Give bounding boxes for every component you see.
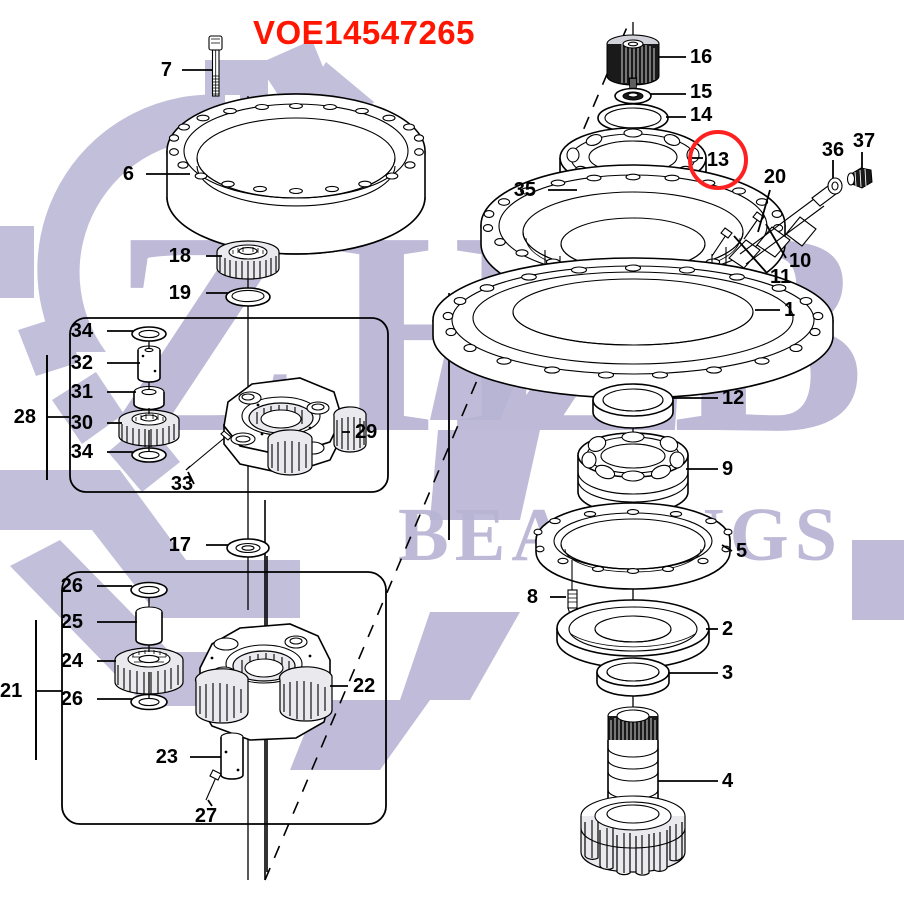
part-17-washer [226, 538, 270, 558]
callout-19: 19 [168, 282, 191, 304]
callout-20: 20 [763, 166, 787, 188]
callout-1: 1 [784, 299, 796, 321]
part-27-pin [205, 769, 222, 801]
part-6-ring-gear [166, 93, 426, 255]
part-16-coupling [606, 34, 660, 91]
callout-33: 33 [170, 473, 194, 495]
part-14-retaining-ring [597, 103, 669, 133]
callout-7: 7 [160, 59, 172, 81]
part-36-washer [827, 177, 843, 195]
callout-13: 13 [706, 149, 730, 171]
callout-34: 34 [70, 320, 93, 342]
callout-22: 22 [353, 675, 376, 697]
part-12-seal-ring [592, 383, 674, 429]
callout-2: 2 [722, 618, 734, 640]
callout-4: 4 [722, 770, 734, 792]
part-26-oring-lower [130, 693, 168, 711]
callout-12: 12 [722, 387, 745, 409]
part-31-bushing [133, 385, 165, 411]
callout-3: 3 [722, 662, 734, 684]
part-1-housing [432, 164, 834, 399]
part-7-bolt [208, 35, 223, 97]
part-23-roller-pin [220, 732, 244, 780]
callout-9: 9 [722, 458, 734, 480]
callout-32: 32 [70, 352, 93, 374]
callout-37: 37 [852, 130, 876, 152]
part-29-planet-carrier [223, 377, 367, 476]
callout-5: 5 [736, 540, 748, 562]
group-box-28 [69, 317, 389, 493]
callout-21: 21 [0, 680, 23, 702]
callout-16: 16 [690, 46, 713, 68]
part-26-oring-upper [130, 581, 168, 599]
callout-29: 29 [355, 421, 378, 443]
part-19-washer [225, 287, 271, 307]
callout-8: 8 [526, 586, 538, 608]
callout-17: 17 [168, 534, 191, 556]
leader-lines [35, 56, 863, 807]
part-3-ring [596, 657, 670, 697]
group-box-21 [61, 571, 387, 825]
callout-31: 31 [70, 381, 93, 403]
callout-34: 34 [70, 441, 93, 463]
callout-15: 15 [690, 81, 713, 103]
part-30-planet-gear [118, 409, 180, 447]
callout-26: 26 [60, 575, 83, 597]
part-34-oring-upper [131, 326, 167, 342]
part-22-planet-carrier [194, 623, 333, 741]
callout-35: 35 [513, 179, 536, 201]
callout-28: 28 [13, 406, 36, 428]
callout-36: 36 [821, 139, 845, 161]
page-title: VOE14547265 [253, 14, 476, 51]
part-33-pin [185, 430, 232, 471]
part-20-lube-pipe [711, 185, 837, 269]
callout-25: 25 [60, 611, 83, 633]
callout-26: 26 [60, 688, 83, 710]
part-5-retainer-flange [533, 502, 733, 590]
callout-11: 11 [770, 266, 792, 288]
part-15-washer [614, 87, 652, 105]
part-37-grease-nipple [846, 167, 873, 189]
part-25-roller [135, 606, 163, 646]
part-32-roller [137, 345, 161, 383]
part-4-output-shaft [580, 706, 686, 876]
callout-14: 14 [690, 104, 713, 126]
highlight-circle-part-13 [688, 130, 748, 190]
callout-6: 6 [122, 163, 134, 185]
part-2-thrust-washer [556, 599, 710, 669]
part-18-pinion-gear [216, 240, 280, 280]
callout-24: 24 [60, 650, 83, 672]
callout-23: 23 [155, 746, 178, 768]
callout-10: 10 [789, 250, 812, 272]
callout-30: 30 [70, 412, 93, 434]
callout-27: 27 [194, 805, 218, 827]
part-9-ball-bearing [577, 431, 689, 515]
callout-18: 18 [168, 245, 191, 267]
